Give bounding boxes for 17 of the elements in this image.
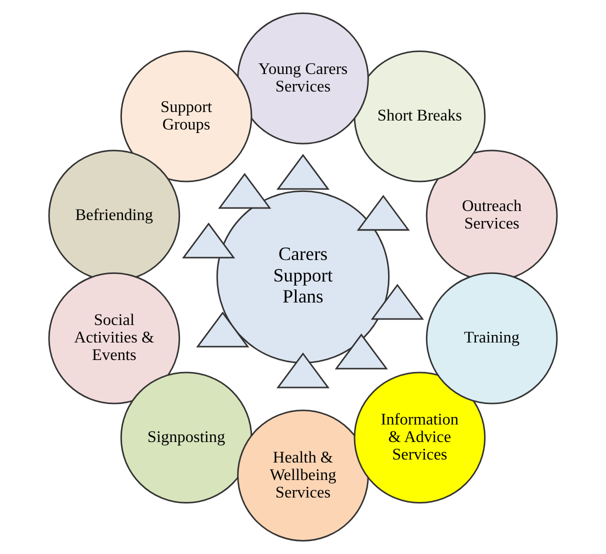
node-triangle	[356, 194, 410, 231]
node-circle: Carers Support Plans	[216, 190, 390, 364]
node-triangle	[218, 172, 272, 209]
node-triangle	[334, 333, 388, 370]
node-triangle	[276, 154, 330, 190]
node-circle: Young Carers Services	[237, 12, 369, 144]
node-circle: Health & Wellbeing Services	[237, 410, 369, 542]
node-circle: Support Groups	[120, 50, 252, 182]
node-triangle	[196, 312, 250, 348]
node-triangle	[370, 284, 424, 320]
node-circle: Information & Advice Services	[354, 372, 486, 504]
node-circle: Training	[426, 272, 558, 404]
node-circle: Short Breaks	[354, 50, 486, 182]
node-triangle	[276, 352, 330, 388]
node-triangle	[182, 222, 236, 258]
node-circle: Social Activities & Events	[48, 272, 180, 404]
node-circle: Signposting	[120, 372, 252, 504]
